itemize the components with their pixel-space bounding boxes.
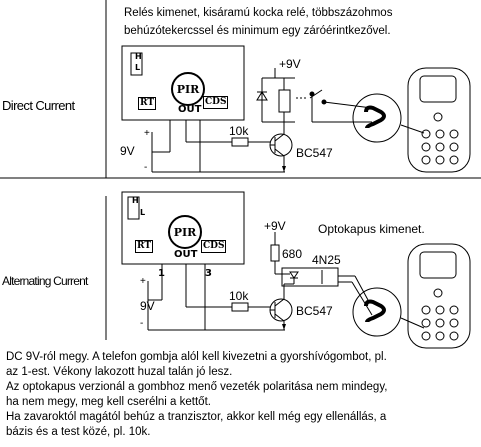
resistor-dc bbox=[231, 137, 249, 147]
dc-transistor-label: BC547 bbox=[296, 146, 333, 160]
resistor-680 bbox=[270, 244, 280, 262]
opto-led bbox=[289, 271, 299, 279]
magnifier-ac bbox=[352, 287, 402, 337]
ac-jumper-l: L bbox=[140, 208, 146, 217]
phone-dc bbox=[407, 67, 471, 173]
ac-cds-tag: CDS bbox=[201, 240, 227, 253]
ac-pin-1: 1 bbox=[158, 268, 165, 279]
header-line-2: behúzótekercssel és minimum egy záróérin… bbox=[124, 25, 391, 37]
optocoupler bbox=[281, 267, 339, 287]
ac-resistor-label: 10k bbox=[229, 289, 249, 303]
diode bbox=[256, 91, 268, 101]
note-line-1: DC 9V-ról megy. A telefon gombja alól ke… bbox=[6, 351, 387, 363]
ac-out-label: OUT bbox=[174, 249, 198, 260]
note-line-4: ha nem megy, meg kell cserélni a kettőt. bbox=[6, 396, 211, 408]
ac-transistor-label: BC547 bbox=[296, 304, 333, 318]
note-line-5: Ha zavaroktól magától behúz a tranziszto… bbox=[6, 411, 387, 423]
ac-pin-3: 3 bbox=[205, 268, 212, 279]
pir-module-dc bbox=[121, 45, 245, 121]
ac-jumper-h: H bbox=[132, 196, 139, 205]
header-line-1: Relés kimenet, kisáramú kocka relé, több… bbox=[124, 7, 393, 19]
relay-coil bbox=[278, 89, 291, 113]
dc-jumper-l: L bbox=[135, 63, 141, 72]
ac-title: Optokapus kimenet. bbox=[318, 222, 425, 236]
phone-ac bbox=[407, 243, 471, 349]
alternating-current-label: Alternating Current bbox=[2, 274, 88, 288]
ac-plus-sign: + bbox=[140, 276, 146, 287]
note-line-3: Az optokapus verzionál a gombhoz menő ve… bbox=[6, 381, 388, 393]
ac-supply-label: +9V bbox=[264, 219, 286, 233]
ac-battery-label: 9V bbox=[140, 299, 155, 313]
ac-rt-tag: RT bbox=[135, 240, 154, 253]
dc-jumper-h: H bbox=[135, 52, 142, 61]
direct-current-label: Direct Current bbox=[2, 98, 75, 113]
dc-out-label: OUT bbox=[178, 104, 202, 115]
dc-cds-tag: CDS bbox=[203, 96, 229, 109]
note-line-6: bázis és a test közé, pl. 10k. bbox=[6, 426, 151, 438]
jumper-dc bbox=[130, 52, 143, 76]
ac-r680-label: 680 bbox=[282, 247, 303, 261]
ac-pir-sensor: PIR bbox=[168, 215, 202, 249]
dc-rt-tag: RT bbox=[138, 97, 157, 110]
ac-minus-sign: - bbox=[140, 318, 144, 329]
dc-minus-sign: - bbox=[144, 162, 148, 173]
resistor-ac bbox=[231, 302, 249, 312]
dc-resistor-label: 10k bbox=[229, 124, 249, 138]
dc-plus-sign: + bbox=[144, 128, 150, 139]
ac-opto-label: 4N25 bbox=[312, 253, 341, 267]
pir-module-ac bbox=[121, 191, 245, 265]
note-line-2: az 1-est. Vékony lakozott huzal talán jó… bbox=[6, 366, 233, 378]
jumper-ac bbox=[127, 196, 140, 220]
dc-battery-label: 9V bbox=[120, 144, 135, 158]
magnifier-dc bbox=[352, 93, 402, 143]
dc-pir-sensor: PIR bbox=[171, 72, 205, 106]
dc-supply-label: +9V bbox=[279, 57, 301, 71]
